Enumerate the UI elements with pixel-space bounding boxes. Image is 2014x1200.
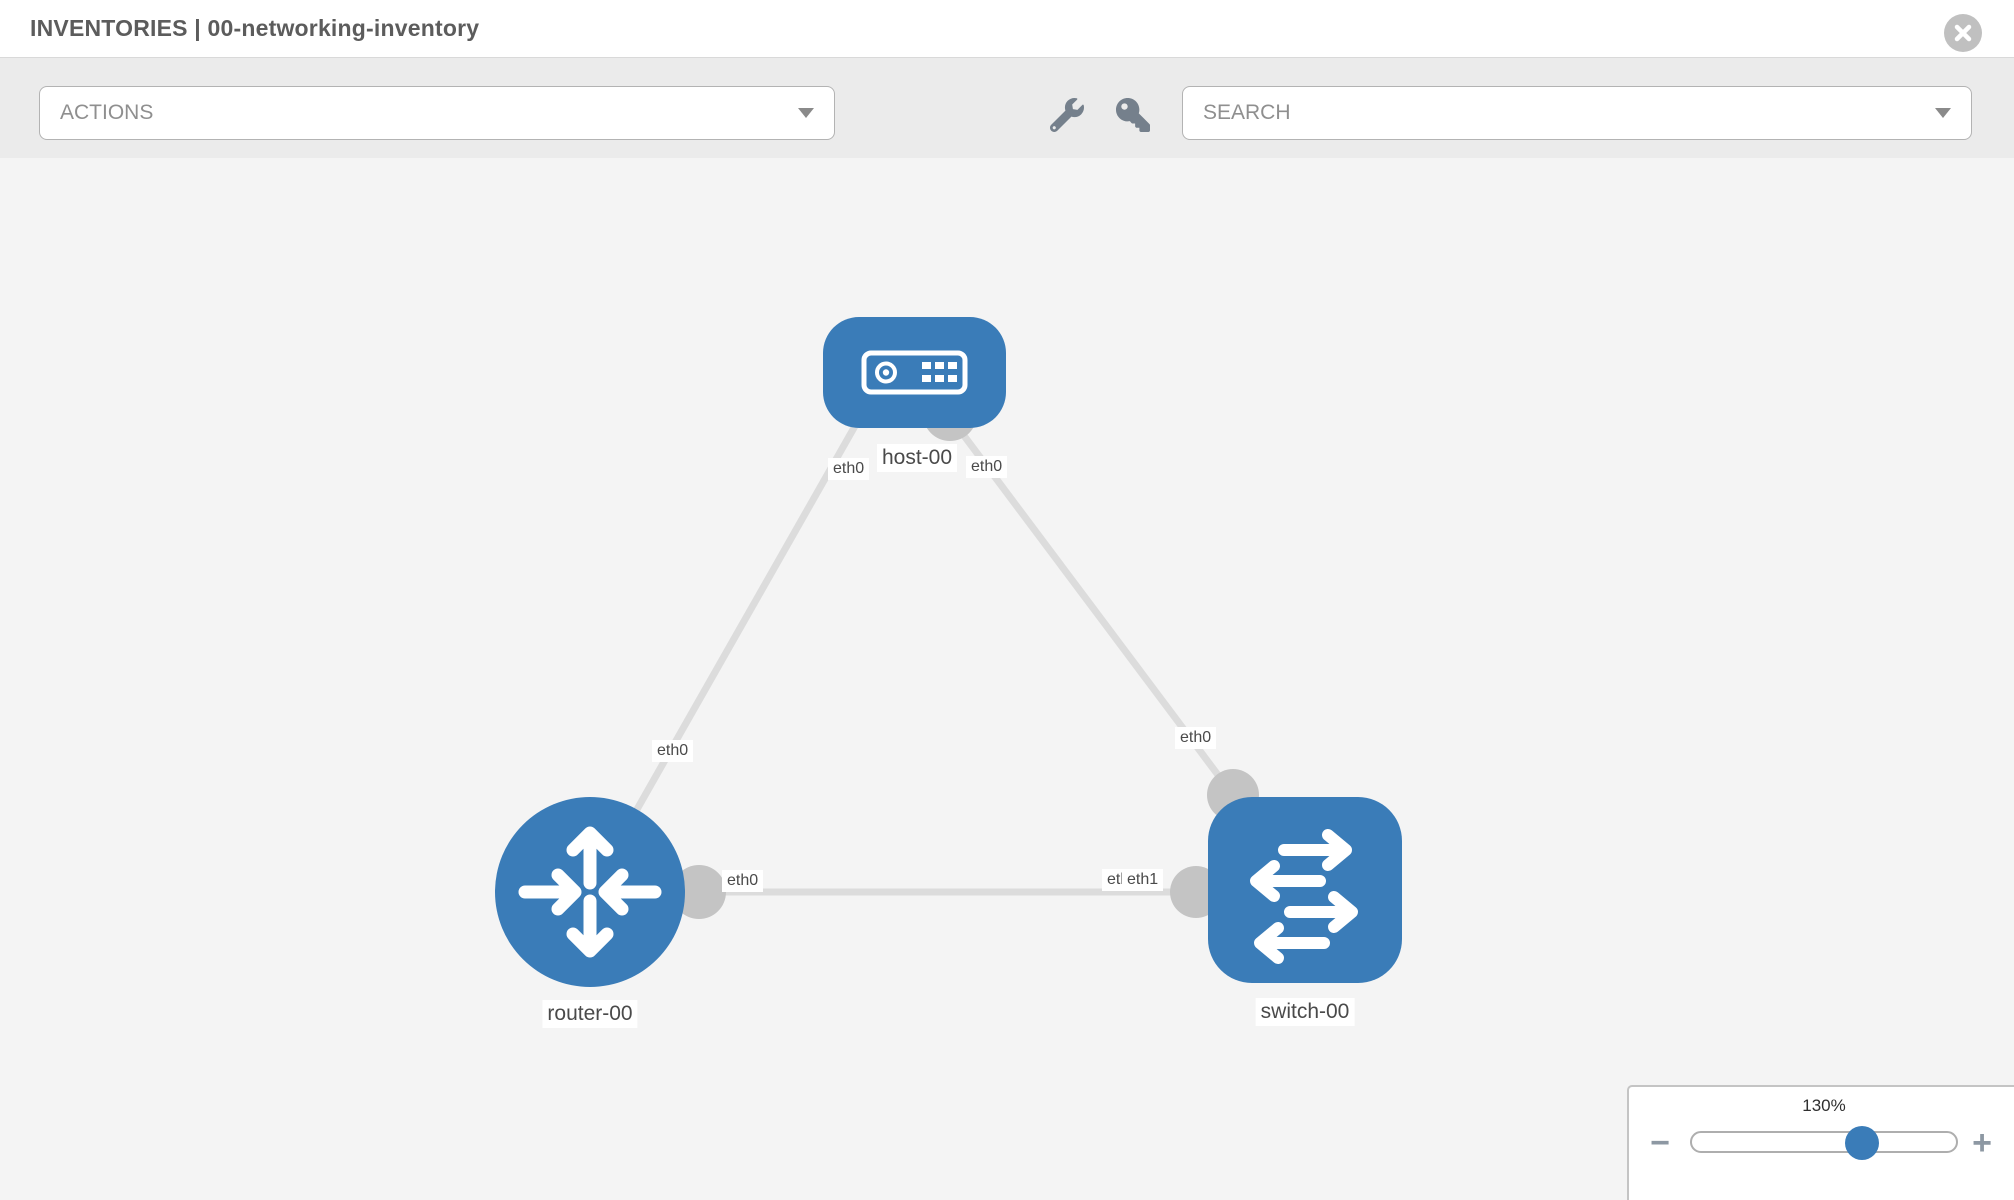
close-button[interactable] — [1944, 14, 1982, 52]
switch-icon — [1250, 829, 1358, 964]
node-label-host: host-00 — [876, 444, 958, 473]
key-icon — [1116, 98, 1150, 132]
zoom-panel: 130% − + — [1627, 1085, 2014, 1200]
zoom-slider-knob[interactable] — [1845, 1126, 1879, 1160]
search-dropdown-label: SEARCH — [1203, 101, 1291, 124]
node-router-00[interactable] — [495, 797, 685, 987]
search-dropdown[interactable]: SEARCH — [1182, 86, 1972, 140]
interface-label-switch-left-eth1: eth1 — [1122, 869, 1164, 892]
toolbar: ACTIONS SEARCH — [0, 58, 2014, 159]
topology-canvas[interactable]: host-00 router-00 switch-00 eth0 eth0 et… — [0, 158, 2014, 1200]
node-label-router: router-00 — [542, 1000, 638, 1029]
interface-label-host-right: eth0 — [966, 456, 1008, 479]
actions-dropdown[interactable]: ACTIONS — [39, 86, 835, 140]
zoom-level-value: 130% — [1802, 1096, 1846, 1115]
header-bar: INVENTORIES | 00-networking-inventory — [0, 0, 2014, 58]
interface-label-router-uplink: eth0 — [652, 740, 694, 763]
zoom-in-button[interactable]: + — [1972, 1123, 1992, 1162]
chevron-down-icon — [1935, 108, 1951, 118]
configure-button[interactable] — [1048, 96, 1086, 134]
router-icon — [518, 826, 662, 958]
close-icon — [1954, 24, 1972, 42]
node-switch-00[interactable] — [1208, 797, 1402, 983]
links-layer — [586, 387, 1305, 919]
credentials-button[interactable] — [1114, 96, 1152, 134]
interface-label-router-right: eth0 — [722, 870, 764, 893]
zoom-out-button[interactable]: − — [1650, 1123, 1670, 1162]
node-host-00[interactable] — [823, 317, 1006, 428]
chevron-down-icon — [798, 108, 814, 118]
interface-connector[interactable] — [672, 865, 726, 919]
interface-label-host-left: eth0 — [828, 458, 870, 481]
page-title: INVENTORIES | 00-networking-inventory — [30, 15, 480, 41]
host-icon — [861, 350, 968, 395]
actions-dropdown-label: ACTIONS — [60, 101, 154, 124]
node-label-switch: switch-00 — [1255, 998, 1355, 1027]
wrench-icon — [1050, 98, 1084, 132]
interface-label-switch-top: eth0 — [1175, 727, 1217, 750]
zoom-slider[interactable] — [1690, 1131, 1958, 1153]
